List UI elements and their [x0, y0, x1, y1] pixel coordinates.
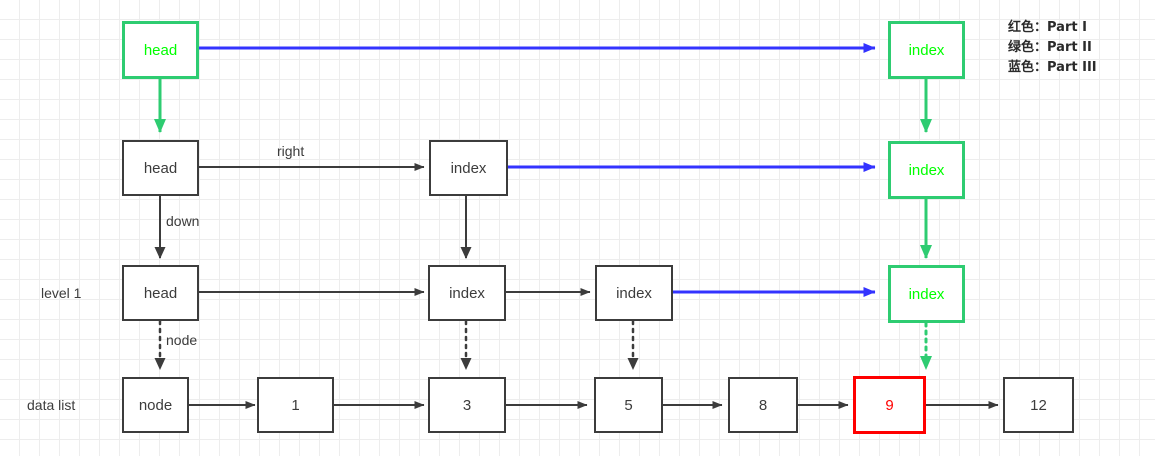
row-label-level-1: level 1 — [41, 285, 82, 301]
node-data-3[interactable]: 3 — [428, 377, 506, 433]
node-label: index — [616, 284, 652, 302]
node-index-r1-c1[interactable]: index — [429, 140, 508, 196]
node-data-node[interactable]: node — [122, 377, 189, 433]
node-label: index — [450, 159, 487, 177]
legend: 红色：Part I 绿色：Part II 蓝色：Part III — [1008, 18, 1097, 78]
legend-item-part-2: 绿色：Part II — [1008, 40, 1092, 56]
node-label: index — [449, 284, 485, 302]
edge-label-node: node — [166, 332, 198, 348]
node-label: node — [138, 396, 173, 414]
edge-label-down: down — [166, 213, 200, 229]
node-data-12[interactable]: 12 — [1003, 377, 1074, 433]
node-label: 3 — [462, 396, 472, 414]
node-index-r2-right[interactable]: index — [888, 265, 965, 323]
node-label: head — [143, 41, 178, 59]
node-index-r2-c2[interactable]: index — [595, 265, 673, 321]
node-index-r2-c1[interactable]: index — [428, 265, 506, 321]
node-data-9[interactable]: 9 — [853, 376, 926, 434]
node-label: head — [143, 159, 178, 177]
node-label: index — [908, 161, 945, 179]
node-label: index — [908, 285, 945, 303]
node-data-5[interactable]: 5 — [594, 377, 663, 433]
node-label: head — [143, 284, 178, 302]
edge-label-right: right — [277, 143, 305, 159]
node-data-1[interactable]: 1 — [257, 377, 334, 433]
node-head-r2[interactable]: head — [122, 265, 199, 321]
node-label: 9 — [885, 396, 894, 414]
node-head-top[interactable]: head — [122, 21, 199, 79]
node-data-8[interactable]: 8 — [728, 377, 798, 433]
node-index-top-right[interactable]: index — [888, 21, 965, 79]
legend-item-part-3: 蓝色：Part III — [1008, 60, 1097, 76]
node-index-r1-right[interactable]: index — [888, 141, 965, 199]
node-label: 5 — [624, 396, 633, 414]
node-label: 12 — [1030, 396, 1047, 414]
legend-item-part-1: 红色：Part I — [1008, 20, 1087, 35]
node-label: 1 — [291, 396, 300, 414]
node-label: 8 — [758, 396, 768, 414]
row-label-data-list: data list — [27, 397, 76, 413]
node-label: index — [908, 41, 945, 59]
node-head-r1[interactable]: head — [122, 140, 199, 196]
